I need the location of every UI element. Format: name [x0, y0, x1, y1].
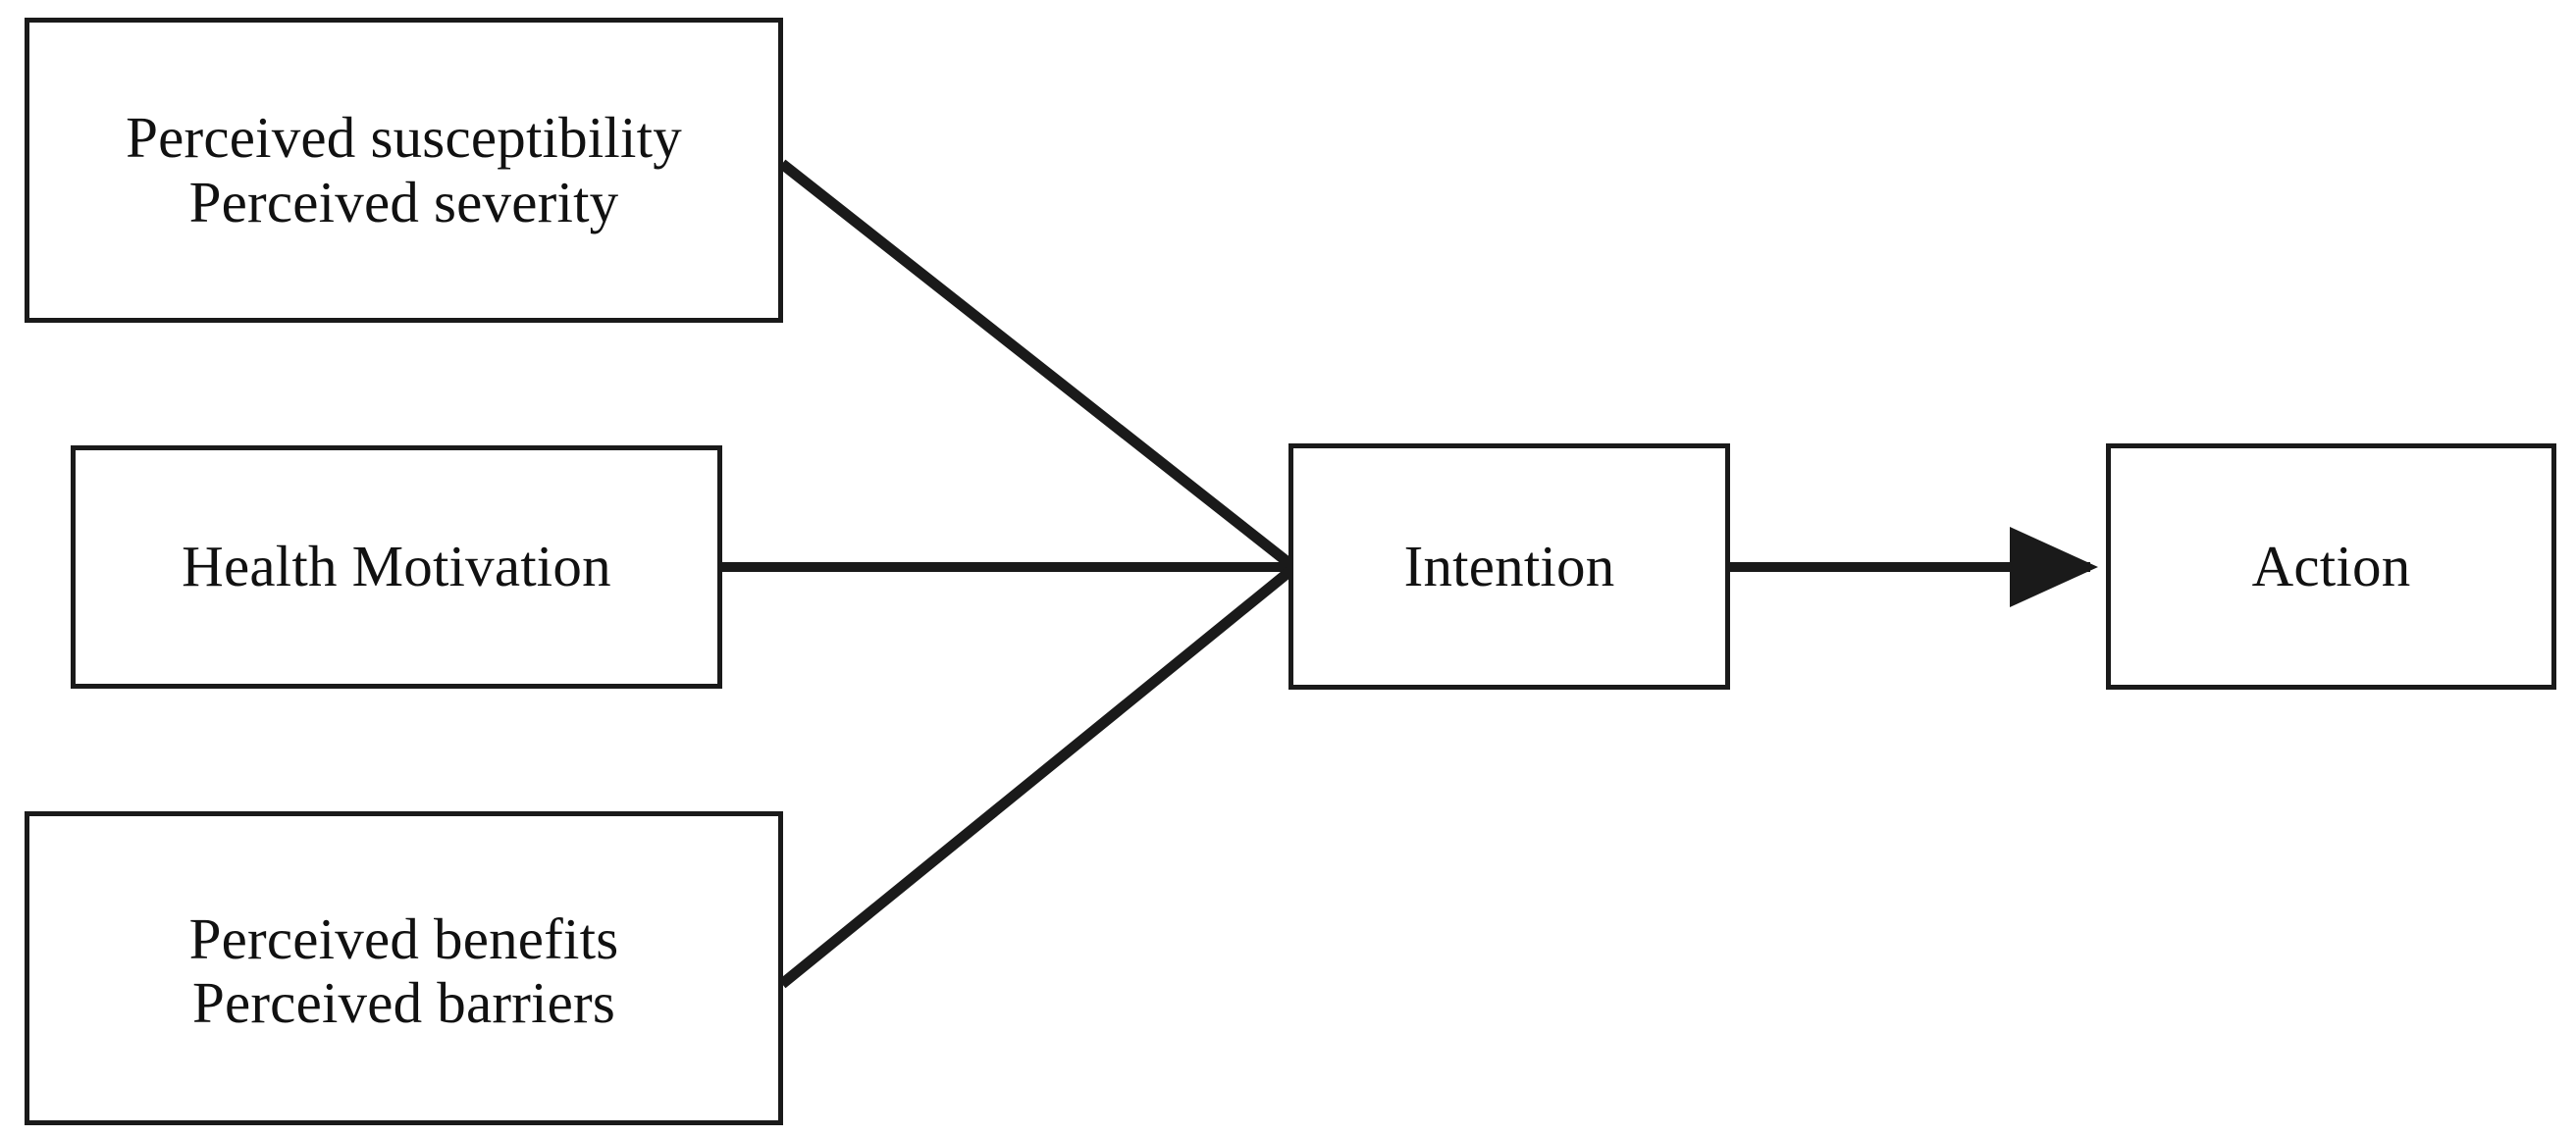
node-health-motivation[interactable]: Health Motivation [71, 445, 722, 689]
node-label-line2: Perceived barriers [191, 970, 616, 1035]
node-intention[interactable]: Intention [1288, 443, 1730, 690]
node-label-line1: Perceived susceptibility [126, 105, 682, 171]
node-label-line1: Action [2251, 533, 2411, 598]
node-perceived-susceptibility-severity[interactable]: Perceived susceptibility Perceived sever… [25, 18, 783, 323]
connector-benefits-to-intention [778, 565, 1295, 989]
node-label-line1: Perceived benefits [188, 905, 619, 971]
node-perceived-benefits-barriers[interactable]: Perceived benefits Perceived barriers [25, 811, 783, 1125]
connector-susceptibility-to-intention [778, 159, 1295, 570]
node-label-line2: Perceived severity [188, 169, 619, 234]
node-label-line1: Health Motivation [182, 534, 611, 599]
node-label-line1: Intention [1403, 533, 1615, 598]
node-action[interactable]: Action [2106, 443, 2556, 690]
